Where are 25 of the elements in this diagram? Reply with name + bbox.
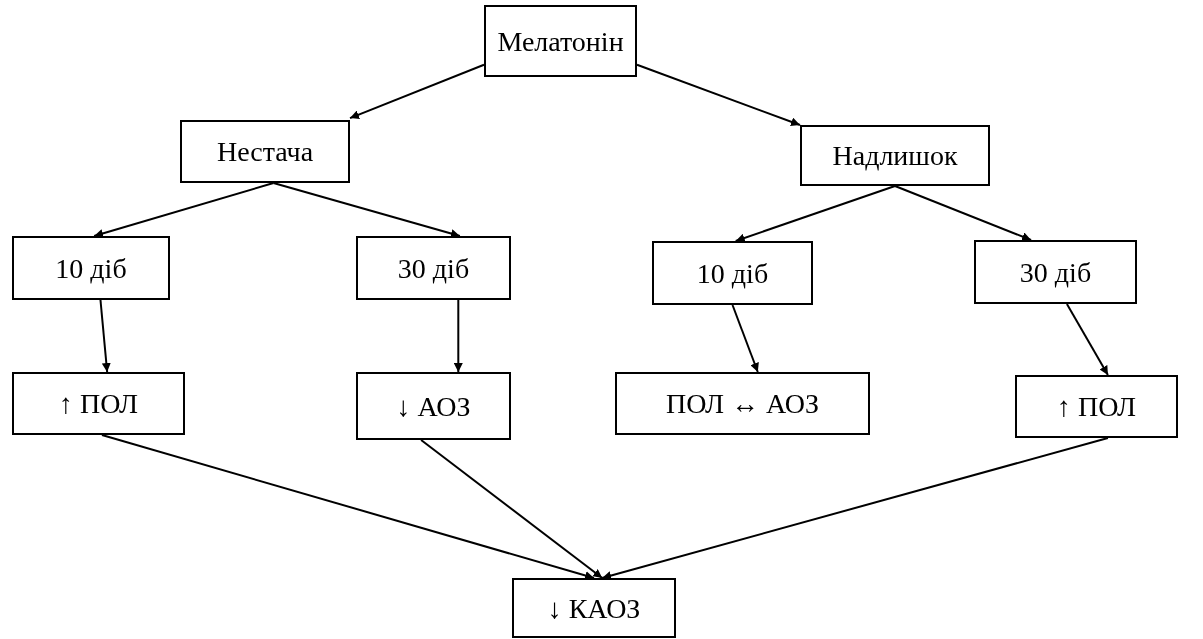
process-box: 10 діб <box>652 241 813 305</box>
process-box: ↓ АОЗ <box>356 372 511 440</box>
process-box: 10 діб <box>12 236 170 300</box>
arrow <box>100 434 595 580</box>
process-box: Нестача <box>180 120 350 183</box>
arrow <box>636 63 801 127</box>
arrow <box>349 63 485 120</box>
process-box: ↓ КАОЗ <box>512 578 676 638</box>
process-box: ↑ ПОЛ <box>1015 375 1178 438</box>
process-box: ↑ ПОЛ <box>12 372 185 435</box>
process-box: 30 діб <box>974 240 1137 304</box>
arrow <box>420 439 604 579</box>
arrow <box>601 437 1109 580</box>
arrow <box>1065 303 1109 376</box>
arrow <box>93 182 275 238</box>
process-box: Мелатонін <box>484 5 637 77</box>
process-box: ПОЛ ↔ АОЗ <box>615 372 870 435</box>
arrow <box>453 299 463 373</box>
arrow <box>99 299 111 373</box>
arrow <box>894 185 1033 241</box>
arrow <box>272 182 461 238</box>
process-box: 30 діб <box>356 236 511 300</box>
arrow <box>731 304 759 373</box>
process-box: Надлишок <box>800 125 990 186</box>
arrow <box>734 185 896 243</box>
